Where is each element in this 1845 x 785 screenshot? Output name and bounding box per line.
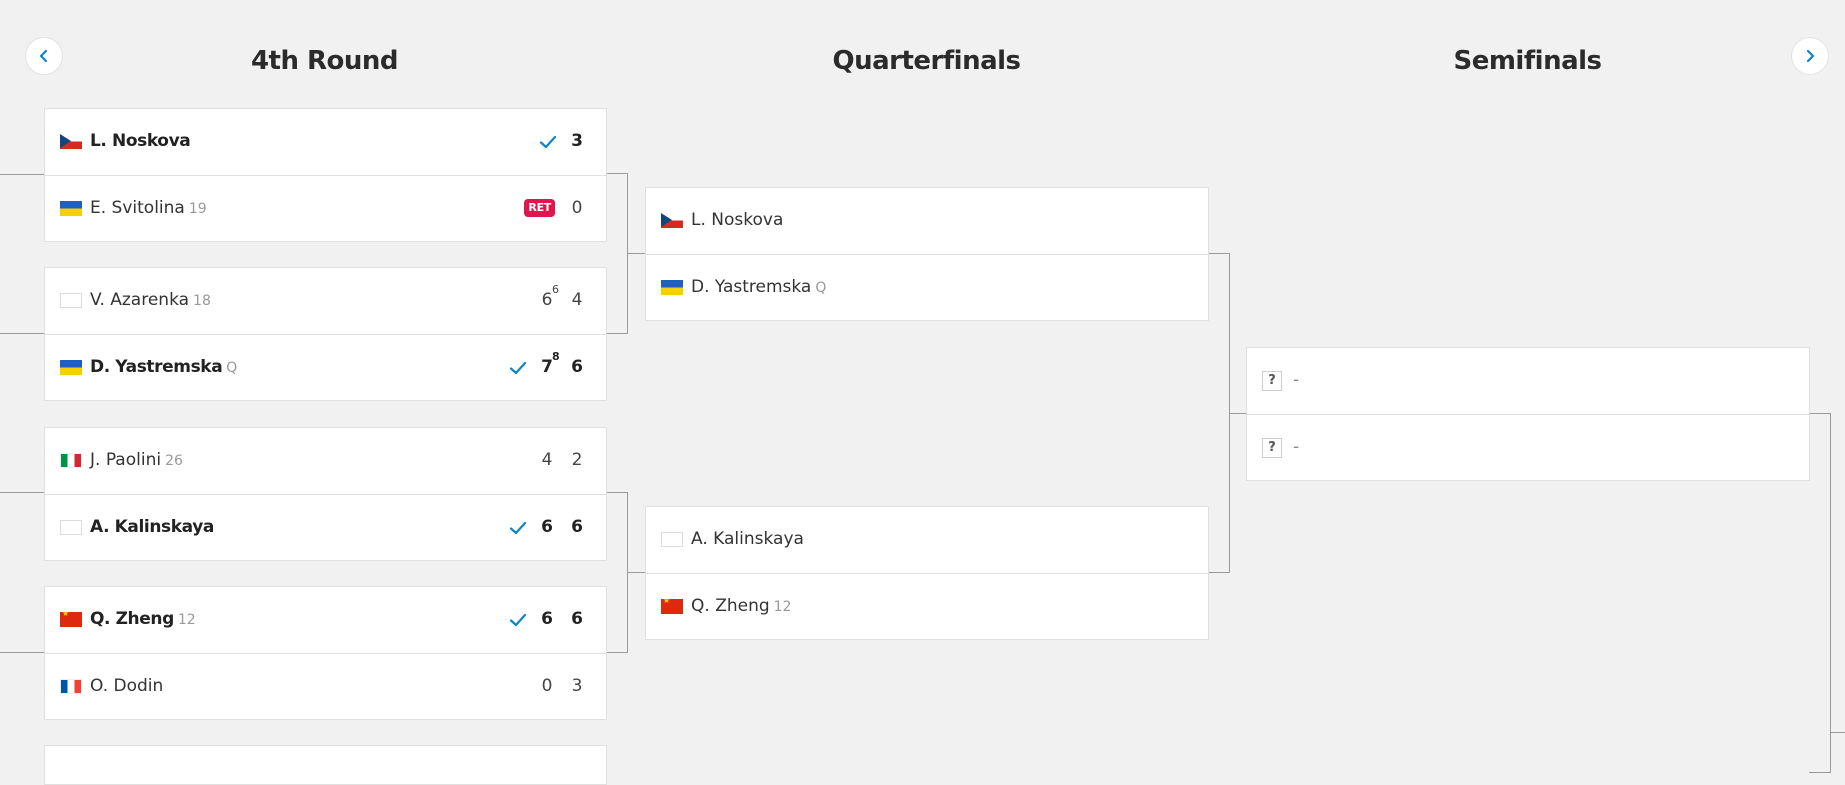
bracket-line bbox=[1830, 732, 1845, 733]
player-row[interactable]: A. Kalinskaya 6 6 bbox=[45, 494, 606, 560]
ukraine-flag-icon bbox=[661, 280, 683, 295]
set-score: 6 bbox=[541, 609, 553, 629]
player-row[interactable]: L. Noskova 3 bbox=[45, 109, 606, 175]
player-name-placeholder: - bbox=[1293, 437, 1300, 457]
winner-check-icon bbox=[539, 135, 557, 149]
czech-flag-icon bbox=[661, 213, 683, 228]
bracket-line bbox=[0, 333, 44, 334]
set-score: 0 bbox=[571, 198, 583, 218]
flag-placeholder-icon bbox=[661, 532, 683, 547]
bracket-line bbox=[1229, 413, 1248, 414]
round-title-semifinals: Semifinals bbox=[1453, 46, 1602, 76]
bracket-line bbox=[0, 492, 44, 493]
set-score: 2 bbox=[571, 450, 583, 470]
ukraine-flag-icon bbox=[60, 201, 82, 216]
player-row[interactable]: ? - bbox=[1247, 348, 1809, 414]
chevron-right-icon bbox=[1806, 49, 1815, 63]
player-name: L. Noskova bbox=[90, 131, 191, 151]
set-score: 3 bbox=[571, 676, 583, 696]
set-score: 6 bbox=[541, 517, 553, 537]
france-flag-icon bbox=[60, 679, 82, 694]
player-row[interactable]: L. Noskova bbox=[646, 188, 1208, 254]
next-round-button[interactable] bbox=[1791, 37, 1829, 75]
player-seed: 19 bbox=[188, 201, 207, 217]
bracket-connector bbox=[1208, 253, 1230, 573]
player-seed: Q bbox=[815, 280, 827, 296]
player-row[interactable]: ? - bbox=[1247, 414, 1809, 480]
chevron-left-icon bbox=[39, 49, 48, 63]
unknown-player-icon: ? bbox=[1262, 438, 1282, 458]
player-seed: 12 bbox=[177, 612, 196, 628]
player-name: O. Dodin bbox=[90, 676, 164, 696]
bracket-line bbox=[627, 253, 646, 254]
bracket-line bbox=[0, 652, 44, 653]
bracket-connector bbox=[1809, 413, 1831, 773]
winner-check-icon bbox=[509, 521, 527, 535]
previous-round-button[interactable] bbox=[25, 37, 63, 75]
tiebreak-score: 6 bbox=[552, 283, 559, 296]
player-seed: 26 bbox=[165, 453, 183, 469]
bracket-line bbox=[0, 174, 44, 175]
player-name: A. Kalinskaya bbox=[90, 517, 214, 537]
match-card[interactable] bbox=[44, 745, 607, 785]
set-score: 6 bbox=[571, 517, 583, 537]
china-flag-icon bbox=[60, 612, 82, 627]
ukraine-flag-icon bbox=[60, 360, 82, 375]
flag-placeholder-icon bbox=[60, 293, 82, 308]
winner-check-icon bbox=[509, 361, 527, 375]
bracket-connector bbox=[606, 173, 628, 334]
bracket-line bbox=[627, 572, 646, 573]
bracket-connector bbox=[606, 492, 628, 653]
round-title-4th-round: 4th Round bbox=[250, 46, 399, 76]
player-name: A. Kalinskaya bbox=[691, 529, 804, 549]
player-row[interactable]: A. Kalinskaya bbox=[646, 507, 1208, 573]
player-seed: Q bbox=[226, 360, 238, 376]
set-score: 6 bbox=[571, 357, 583, 377]
set-score: 4 bbox=[541, 450, 553, 470]
winner-check-icon bbox=[509, 613, 527, 627]
player-name-placeholder: - bbox=[1293, 370, 1300, 390]
unknown-player-icon: ? bbox=[1262, 371, 1282, 391]
czech-flag-icon bbox=[60, 134, 82, 149]
flag-placeholder-icon bbox=[60, 520, 82, 535]
tiebreak-score: 8 bbox=[552, 350, 560, 363]
round-title-quarterfinals: Quarterfinals bbox=[832, 46, 1021, 76]
china-flag-icon bbox=[661, 599, 683, 614]
set-score: 6 bbox=[571, 609, 583, 629]
set-score: 0 bbox=[541, 676, 553, 696]
player-seed: 12 bbox=[773, 599, 792, 615]
match-card[interactable]: ? - ? - bbox=[1246, 347, 1810, 481]
player-name: L. Noskova bbox=[691, 210, 784, 230]
italy-flag-icon bbox=[60, 453, 82, 468]
set-score: 3 bbox=[571, 131, 583, 151]
player-seed: 18 bbox=[193, 293, 211, 309]
player-row[interactable]: O. Dodin 0 3 bbox=[45, 653, 606, 719]
retired-badge: RET bbox=[524, 199, 555, 217]
set-score: 4 bbox=[571, 290, 583, 310]
